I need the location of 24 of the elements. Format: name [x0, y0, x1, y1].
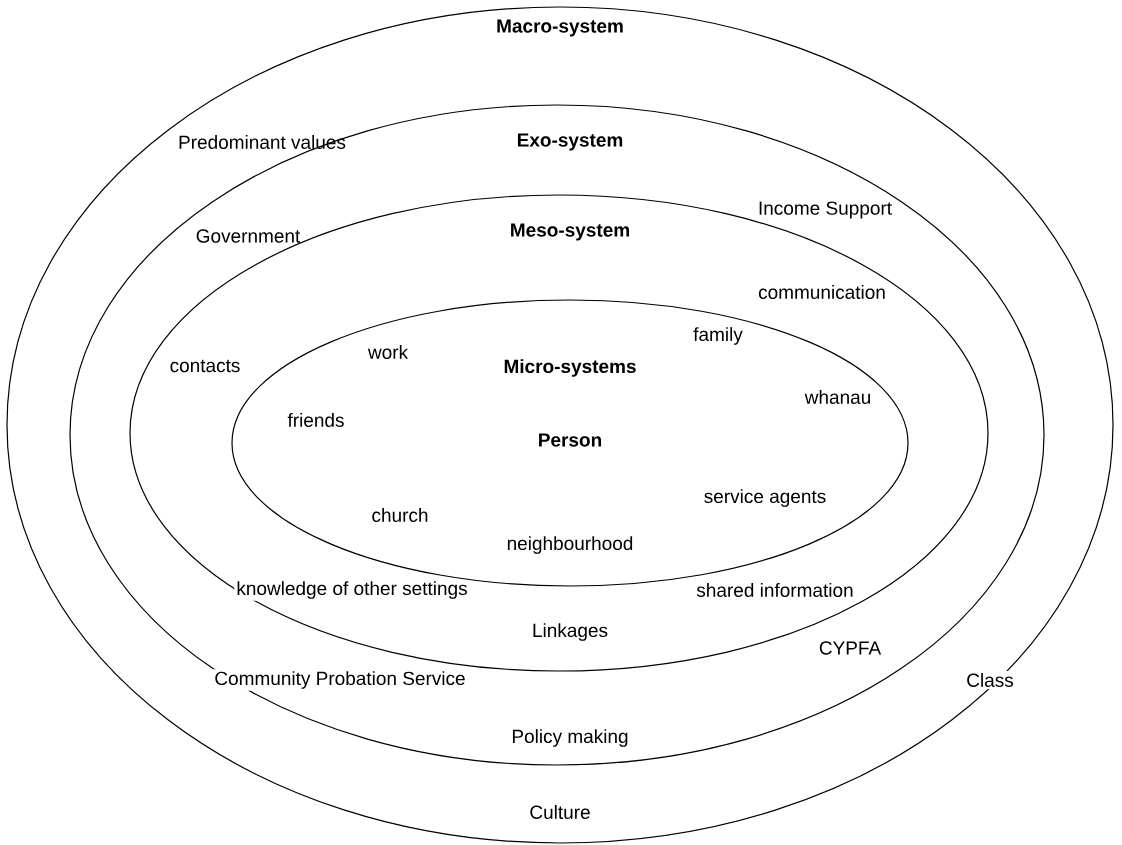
ring-label: friends [285, 411, 347, 429]
ring-label: Community Probation Service [212, 669, 468, 691]
ring-label: Income Support [755, 199, 895, 221]
ring-label: church [369, 506, 431, 524]
ring-label: Class [964, 671, 1016, 689]
ring-label: communication [756, 283, 888, 301]
ring-heading: Meso-system [507, 221, 633, 243]
ring-heading: Macro-system [494, 17, 626, 39]
ring-label: knowledge of other settings [234, 579, 470, 601]
ring-label: service agents [701, 487, 829, 509]
ring-label: Policy making [509, 727, 631, 749]
ring-label: contacts [167, 357, 243, 375]
ring-heading: Exo-system [514, 131, 626, 153]
ring-label: Government [193, 227, 303, 245]
ring-label: shared information [694, 581, 856, 599]
ring-label: whanau [802, 388, 874, 406]
ring-label: CYPFA [816, 639, 884, 657]
ring-heading: Micro-systems [501, 357, 639, 379]
ring-label: work [365, 343, 411, 361]
ring-label: Culture [527, 803, 593, 821]
ring-label: family [691, 325, 745, 347]
ring-label: neighbourhood [504, 534, 636, 556]
ring-label: Linkages [530, 621, 611, 643]
ring-label: Person [535, 431, 605, 449]
